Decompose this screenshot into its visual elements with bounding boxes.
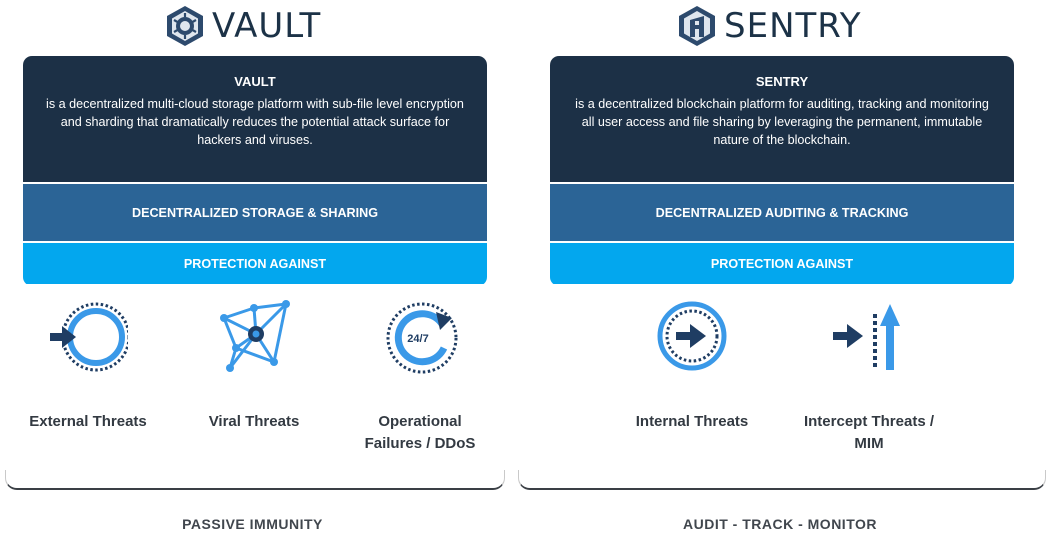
threat-operational: 24/7 Operational Failures / DDoS <box>350 296 490 455</box>
threat-external: External Threats <box>18 296 158 433</box>
internal-threat-icon <box>657 301 727 371</box>
sentry-description-block: SENTRY is a decentralized blockchain pla… <box>550 56 1014 182</box>
threat-intercept-label: Intercept Threats / MIM <box>799 411 939 455</box>
threat-intercept: Intercept Threats / MIM <box>799 296 939 455</box>
threat-intercept-label-line2: MIM <box>854 435 884 452</box>
threat-viral-label: Viral Threats <box>208 413 300 430</box>
operational-failure-icon: 24/7 <box>386 302 458 374</box>
intercept-threat-icon <box>833 304 900 370</box>
sentry-description: is a decentralized blockchain platform f… <box>575 97 989 147</box>
viral-threat-icon <box>220 300 290 372</box>
sentry-logo-text: SENTRY <box>724 6 862 46</box>
threat-operational-label: Operational Failures / DDoS <box>350 411 490 455</box>
sentry-footer: AUDIT - TRACK - MONITOR <box>683 516 877 532</box>
threat-viral: Viral Threats <box>184 296 324 433</box>
sentry-logo-icon <box>679 6 715 46</box>
sentry-card: SENTRY is a decentralized blockchain pla… <box>550 56 1014 286</box>
threat-intercept-label-line1: Intercept Threats / <box>803 413 935 430</box>
sentry-divider <box>518 470 1046 490</box>
vault-divider <box>5 470 505 490</box>
vault-card: VAULT is a decentralized multi-cloud sto… <box>23 56 487 286</box>
vault-footer: PASSIVE IMMUNITY <box>182 516 323 532</box>
vault-description-block: VAULT is a decentralized multi-cloud sto… <box>23 56 487 182</box>
sentry-band-secondary: PROTECTION AGAINST <box>550 243 1014 284</box>
vault-logo-icon <box>167 6 203 46</box>
external-threat-icon <box>50 302 131 372</box>
sentry-title: SENTRY <box>755 74 809 89</box>
vault-band-secondary: PROTECTION AGAINST <box>23 243 487 284</box>
threat-internal: Internal Threats <box>622 296 762 433</box>
sentry-logo: SENTRY <box>676 2 861 50</box>
threat-operational-label-line2: Failures / DDoS <box>364 435 476 452</box>
sentry-band-primary: DECENTRALIZED AUDITING & TRACKING <box>550 184 1014 241</box>
vault-title: VAULT <box>234 74 276 89</box>
threat-internal-label: Internal Threats <box>635 413 749 430</box>
threat-operational-label-line1: Operational <box>378 413 462 430</box>
vault-logo-text: VAULT <box>212 6 322 46</box>
vault-logo: VAULT <box>164 2 321 50</box>
vault-band-primary: DECENTRALIZED STORAGE & SHARING <box>23 184 487 241</box>
operational-badge: 24/7 <box>407 333 428 345</box>
vault-description: is a decentralized multi-cloud storage p… <box>46 97 464 147</box>
threat-external-label: External Threats <box>29 413 147 430</box>
